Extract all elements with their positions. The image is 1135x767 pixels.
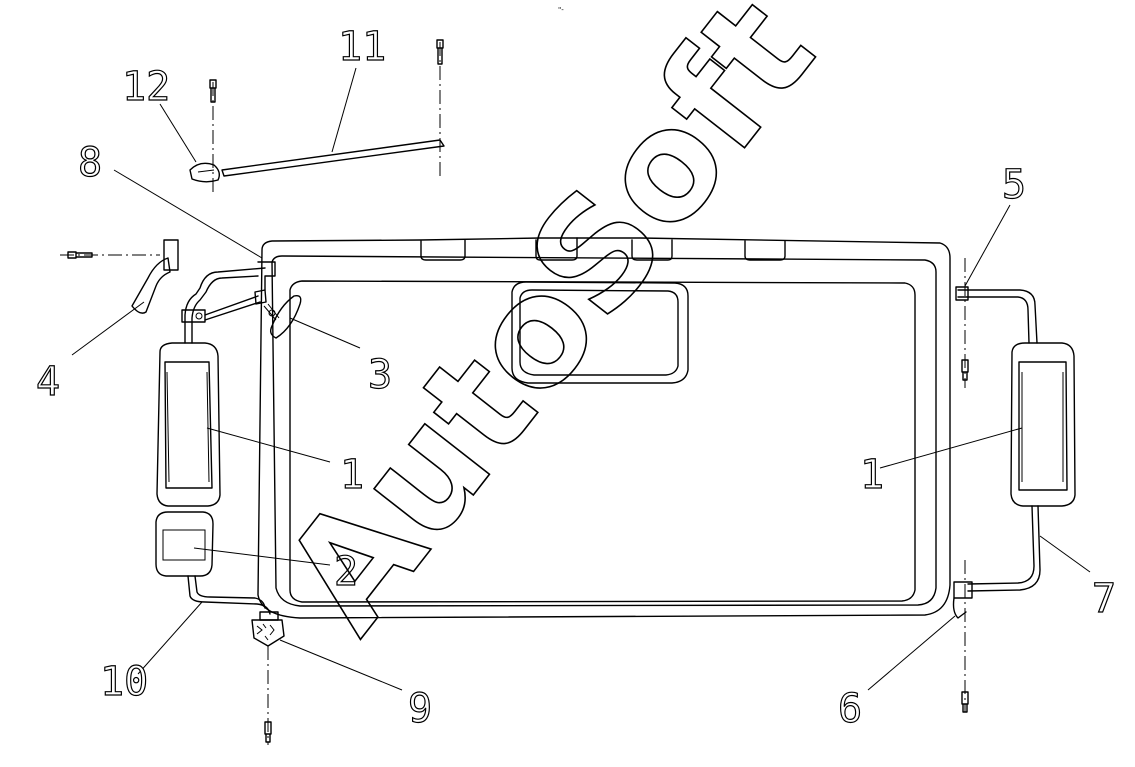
- callout-12: 12: [122, 64, 170, 110]
- callout-1-right: 1: [860, 452, 884, 498]
- watermark-logo: AutoSoft: [251, 0, 847, 662]
- callout-5: 5: [1002, 162, 1026, 208]
- callout-4: 4: [36, 359, 60, 405]
- callout-11: 11: [338, 24, 386, 70]
- callout-9: 9: [408, 686, 432, 732]
- windshield-frame: [257, 237, 951, 619]
- callout-10: 10: [100, 659, 148, 705]
- leader-lines: [71, 67, 1091, 691]
- right-mirror-assembly: [952, 286, 1076, 619]
- sun-visor-bar: [189, 139, 445, 183]
- fasteners: [60, 39, 969, 745]
- corner-mark: "-: [558, 6, 564, 14]
- callout-6: 6: [838, 686, 862, 732]
- callout-3: 3: [368, 352, 392, 398]
- left-mirror-assembly: [155, 261, 302, 647]
- bracket-part-4: [131, 239, 179, 314]
- callout-7: 7: [1092, 576, 1116, 622]
- callout-2: 2: [334, 549, 358, 595]
- callout-8: 8: [78, 140, 102, 186]
- callout-1-left: 1: [340, 452, 364, 498]
